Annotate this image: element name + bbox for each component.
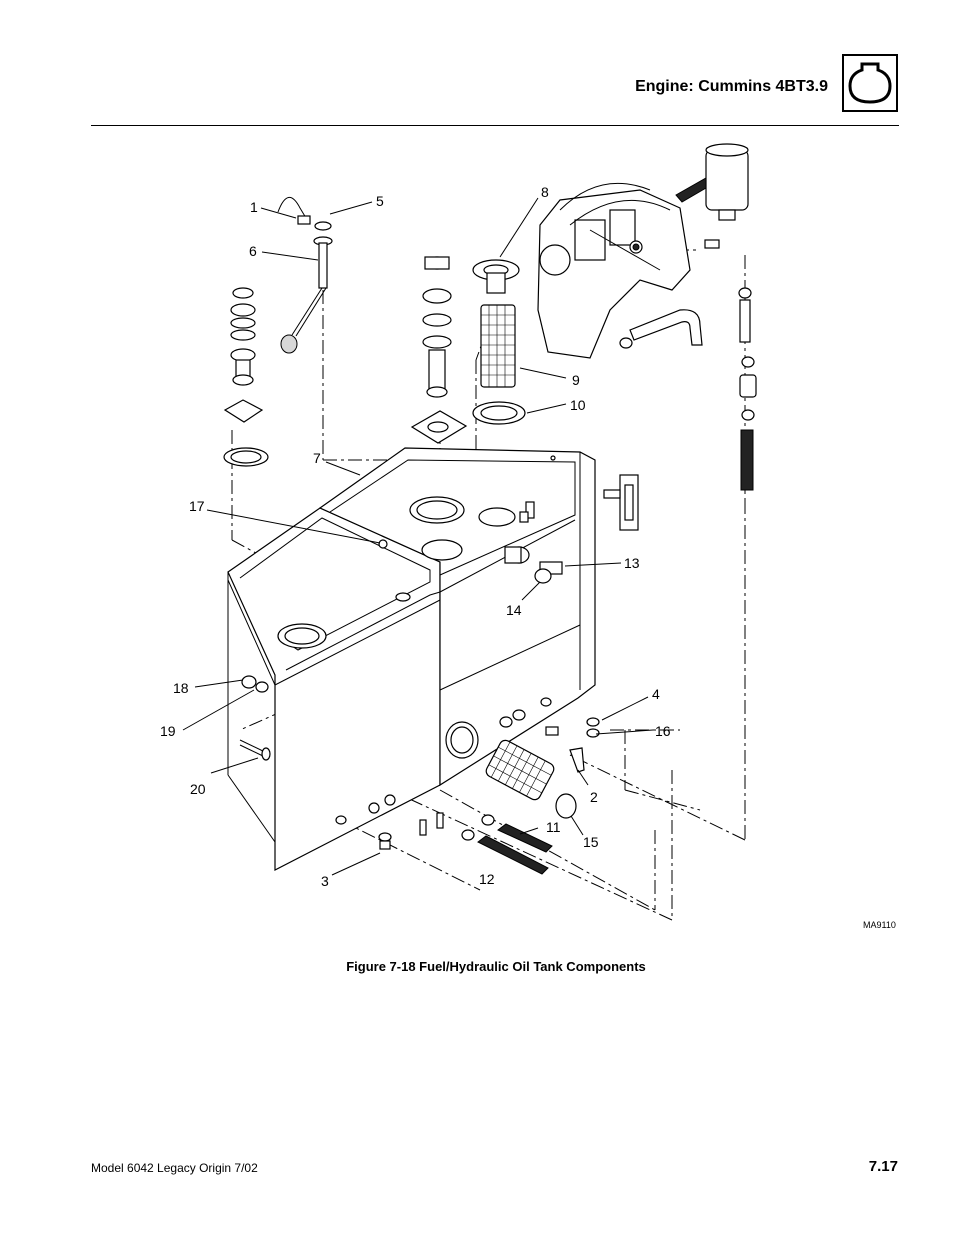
callout-15: 15 [583, 834, 599, 850]
callout-6: 6 [249, 243, 257, 259]
leader-lines [182, 197, 654, 876]
callout-3: 3 [321, 873, 329, 889]
callout-14: 14 [506, 602, 522, 618]
callout-8: 8 [541, 184, 549, 200]
engine-illustration [537, 143, 749, 359]
filler-filter-assembly [472, 259, 526, 425]
page-header-title: Engine: Cummins 4BT3.9 [635, 78, 828, 95]
tank-exploded-diagram: 1 2 3 4 5 6 7 8 9 10 11 12 13 14 15 16 1… [160, 143, 896, 930]
fitting-13-14 [504, 546, 563, 584]
callout-11: 11 [546, 819, 561, 835]
footer-model-info: Model 6042 Legacy Origin 7/02 [91, 1161, 258, 1175]
callout-16: 16 [655, 723, 671, 739]
tank-body [227, 447, 596, 871]
callout-2: 2 [590, 789, 598, 805]
callout-labels: 1 2 3 4 5 6 7 8 9 10 11 12 13 14 15 16 1… [160, 184, 896, 930]
callout-19: 19 [160, 723, 176, 739]
callout-1: 1 [250, 199, 258, 215]
figure-code: MA9110 [863, 920, 896, 930]
return-hose-parts [619, 239, 757, 491]
callout-18: 18 [173, 680, 189, 696]
lower-fittings [368, 709, 600, 875]
callout-9: 9 [572, 372, 580, 388]
left-sender-assembly [223, 287, 269, 467]
page-number: 7.17 [868, 1158, 898, 1175]
header-rule [91, 125, 899, 126]
callout-4: 4 [652, 686, 660, 702]
callout-17: 17 [189, 498, 205, 514]
engine-block-icon [842, 54, 898, 112]
callout-20: 20 [190, 781, 206, 797]
tank-side-bracket [603, 474, 639, 531]
figure-caption: Figure 7-18 Fuel/Hydraulic Oil Tank Comp… [346, 959, 646, 974]
callout-5: 5 [376, 193, 384, 209]
mounting-hardware [239, 675, 271, 761]
callout-12: 12 [479, 871, 495, 887]
float-sender-arm [277, 197, 333, 354]
callout-7: 7 [313, 450, 321, 466]
callout-10: 10 [570, 397, 586, 413]
center-sender-assembly [410, 256, 468, 444]
callout-13: 13 [624, 555, 640, 571]
